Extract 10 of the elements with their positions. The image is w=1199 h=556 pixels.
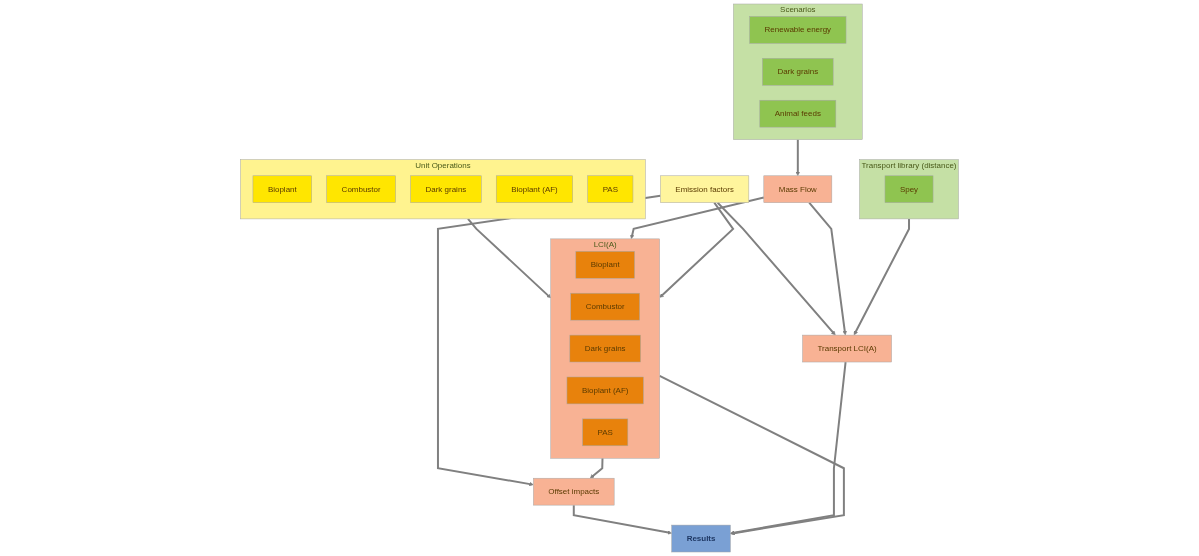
arrow (658, 374, 845, 536)
arrow (716, 201, 836, 336)
arrow (795, 138, 800, 176)
arrow (853, 217, 910, 336)
arrow (572, 504, 672, 535)
arrow (630, 196, 765, 240)
arrow (467, 217, 551, 299)
arrow (808, 201, 847, 336)
arrow (659, 201, 735, 298)
arrow (589, 457, 604, 479)
